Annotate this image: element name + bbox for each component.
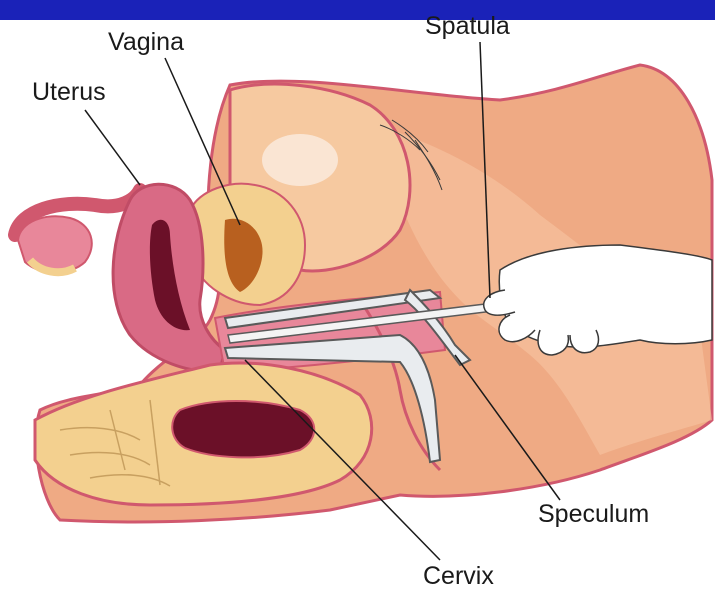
label-cervix: Cervix [423,564,494,589]
bladder-highlight [262,134,338,186]
label-vagina: Vagina [108,30,184,55]
label-uterus: Uterus [32,80,106,105]
label-speculum: Speculum [538,502,649,527]
label-spatula: Spatula [425,14,510,39]
